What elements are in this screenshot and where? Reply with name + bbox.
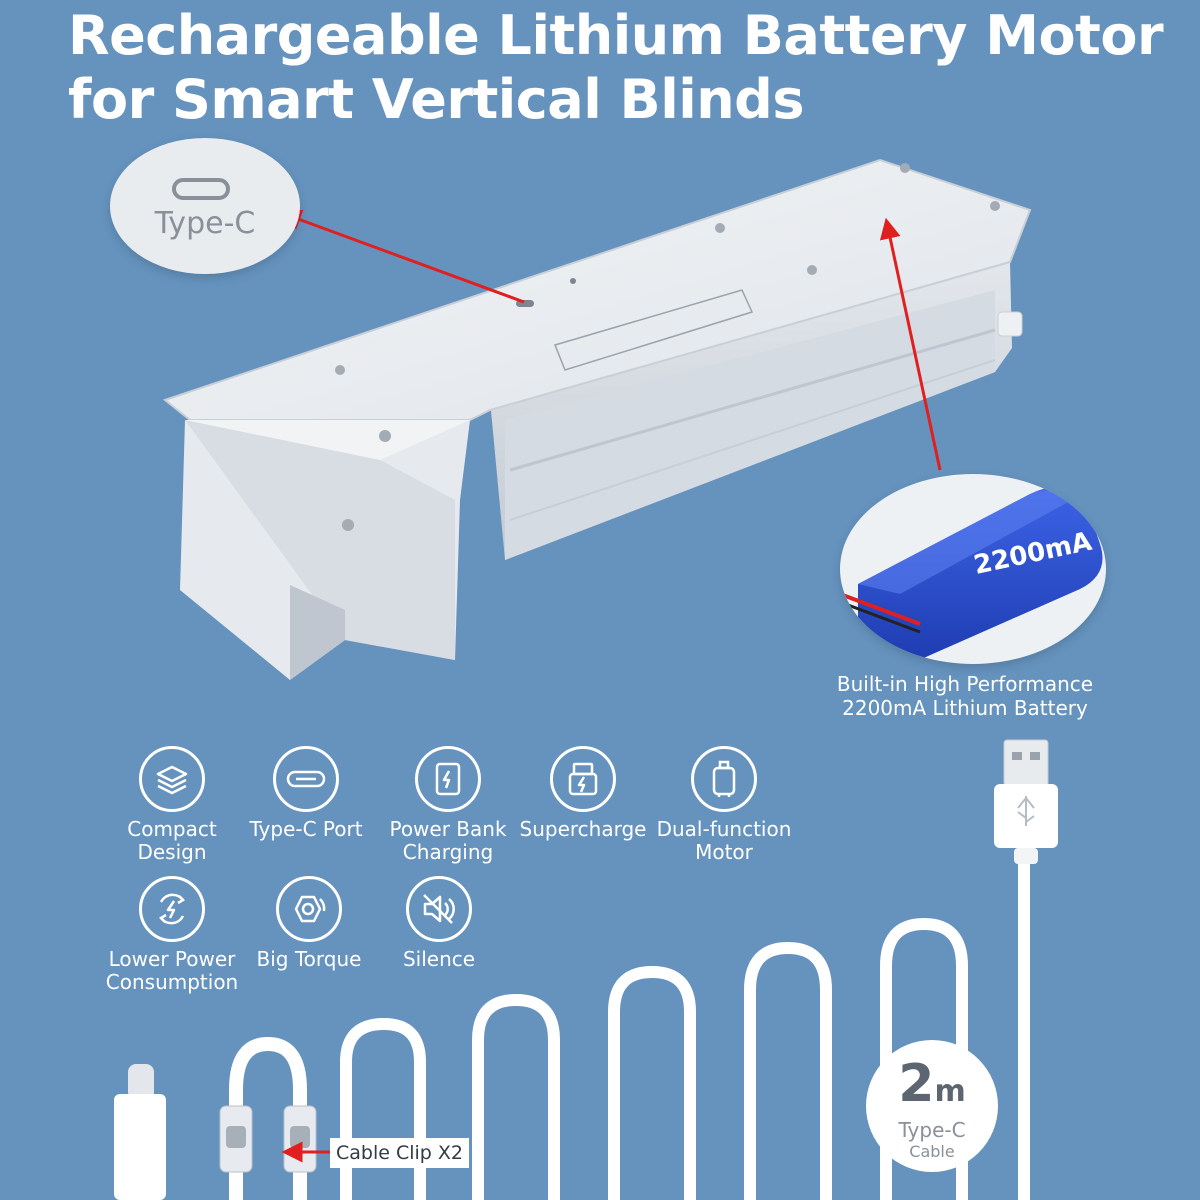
device-set-button [570,278,576,284]
arrow-to-battery [879,217,942,471]
power-cycle-icon [158,893,186,925]
feature-label-5b: Motor [695,840,753,864]
feature-silence: Silence [384,876,494,971]
arrow-to-port [280,209,525,304]
feature-label-7a: Big Torque [256,947,362,971]
cable-word: Cable [909,1142,955,1161]
feature-label-6a: Lower Power [108,947,236,971]
feature-label-8a: Silence [402,947,476,971]
usb-a-plug [994,739,1058,864]
charging-cable [229,834,1030,1200]
feature-typec-port: Type-C Port [242,746,370,841]
mute-icon [423,894,455,924]
feature-label-4a: Supercharge [519,817,647,841]
battery-caption-line-2: 2200mA Lithium Battery [842,696,1088,720]
motor-icon [712,760,736,797]
title-line-1: Rechargeable Lithium Battery Motor [68,4,1164,67]
power-bank-icon [435,762,461,796]
cable-length-unit: m [934,1074,966,1109]
cable-length-badge: 2m Type-C Cable [866,1040,998,1172]
usb-c-port-icon [172,178,230,200]
battery-icon: 2200mA [840,487,1103,664]
feature-label-3a: Power Bank [389,817,507,841]
typec-callout: Type-C [110,138,300,274]
page-title: Rechargeable Lithium Battery Motor for S… [68,4,1178,132]
feature-label-5a: Dual-function [656,817,792,841]
supercharge-icon [568,762,598,796]
feature-label-2a: Type-C Port [249,817,363,841]
layers-icon [156,765,188,795]
usb-c-plug [114,1064,166,1200]
hex-nut-icon [294,895,326,923]
motor-housing [162,158,1032,680]
battery-caption-line-1: Built-in High Performance [836,672,1094,696]
feature-label-1a: Compact [127,817,217,841]
typec-callout-label: Type-C [154,206,256,241]
feature-supercharge: Supercharge [516,746,650,841]
cable-clip-label: Cable Clip X2 [330,1138,470,1168]
feature-label-3b: Charging [402,840,494,864]
battery-callout: 2200mA [840,474,1106,664]
cable-length-value: 2 [898,1054,935,1114]
feature-big-torque: Big Torque [246,876,372,971]
cable-type: Type-C [898,1118,966,1142]
cable-clip-right [283,1105,317,1173]
feature-label-6b: Consumption [105,970,239,994]
battery-caption: Built-in High Performance 2200mA Lithium… [815,672,1115,720]
title-line-2: for Smart Vertical Blinds [68,68,804,131]
feature-label-1b: Design [137,840,207,864]
cable-length: 2m [866,1054,998,1114]
cable-clip-left [219,1105,253,1173]
usb-c-port-icon [286,770,326,788]
